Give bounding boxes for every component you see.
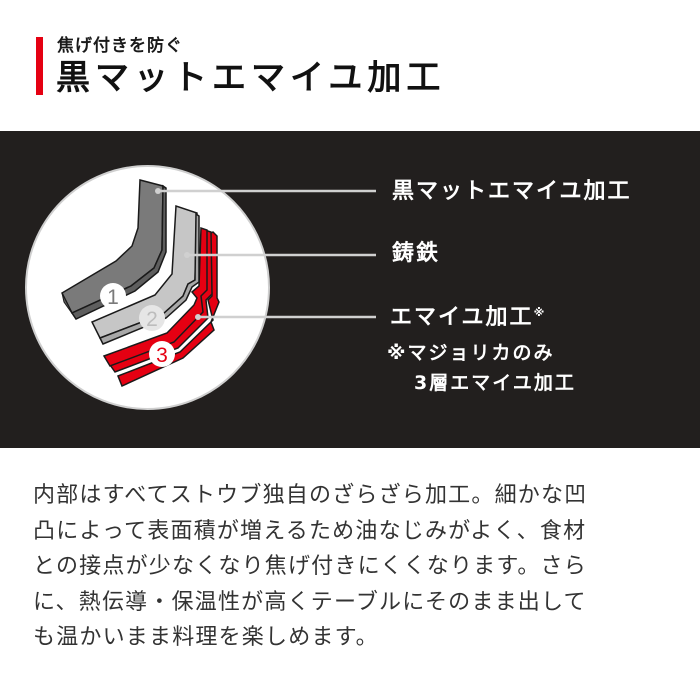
description-paragraph: 内部はすべてストウブ独自のざらざら加工。細かな凹 凸によって表面積が増えるため油…	[33, 478, 683, 656]
layer-2-label: 鋳鉄	[392, 241, 441, 266]
layer-1-label: 黒マットエマイユ加工	[392, 179, 632, 204]
description-line: 内部はすべてストウブ独自のざらざら加工。細かな凹	[33, 483, 588, 508]
layer-cross-section-diagram: 1 2 3	[61, 179, 376, 388]
description-line: 凸によって表面積が増えるため油なじみがよく、食材	[33, 518, 587, 544]
svg-text:3: 3	[156, 344, 168, 367]
layer-3-label-text: エマイユ加工	[390, 305, 534, 330]
page-title: 黒マットエマイユ加工	[56, 58, 446, 98]
layer-3-label: エマイユ加工※	[390, 304, 544, 335]
header-section: 焦げ付きを防ぐ 黒マットエマイユ加工	[0, 0, 700, 131]
description-line: に、熱伝導・保温性が高くテーブルにそのまま出して	[33, 589, 587, 615]
badge-2: 2	[139, 305, 165, 331]
badge-1: 1	[100, 283, 126, 309]
svg-text:1: 1	[107, 286, 119, 309]
accent-bar	[36, 37, 43, 95]
leader-lines	[158, 189, 376, 319]
description-line: との接点が少なくなり焦げ付きにくくなります。さら	[33, 554, 587, 579]
footnote-line-1: ※マジョリカのみ	[387, 342, 555, 364]
layer-3-red	[102, 226, 220, 388]
description-line: も温かいまま料理を楽しめます。	[33, 625, 379, 650]
footnote-line-2: 3層エマイユ加工	[414, 372, 576, 394]
badge-3: 3	[149, 341, 175, 367]
layer-2-gray	[90, 204, 200, 345]
footnote-mark: ※	[533, 306, 545, 319]
svg-text:2: 2	[146, 308, 158, 331]
subtitle: 焦げ付きを防ぐ	[57, 36, 183, 56]
